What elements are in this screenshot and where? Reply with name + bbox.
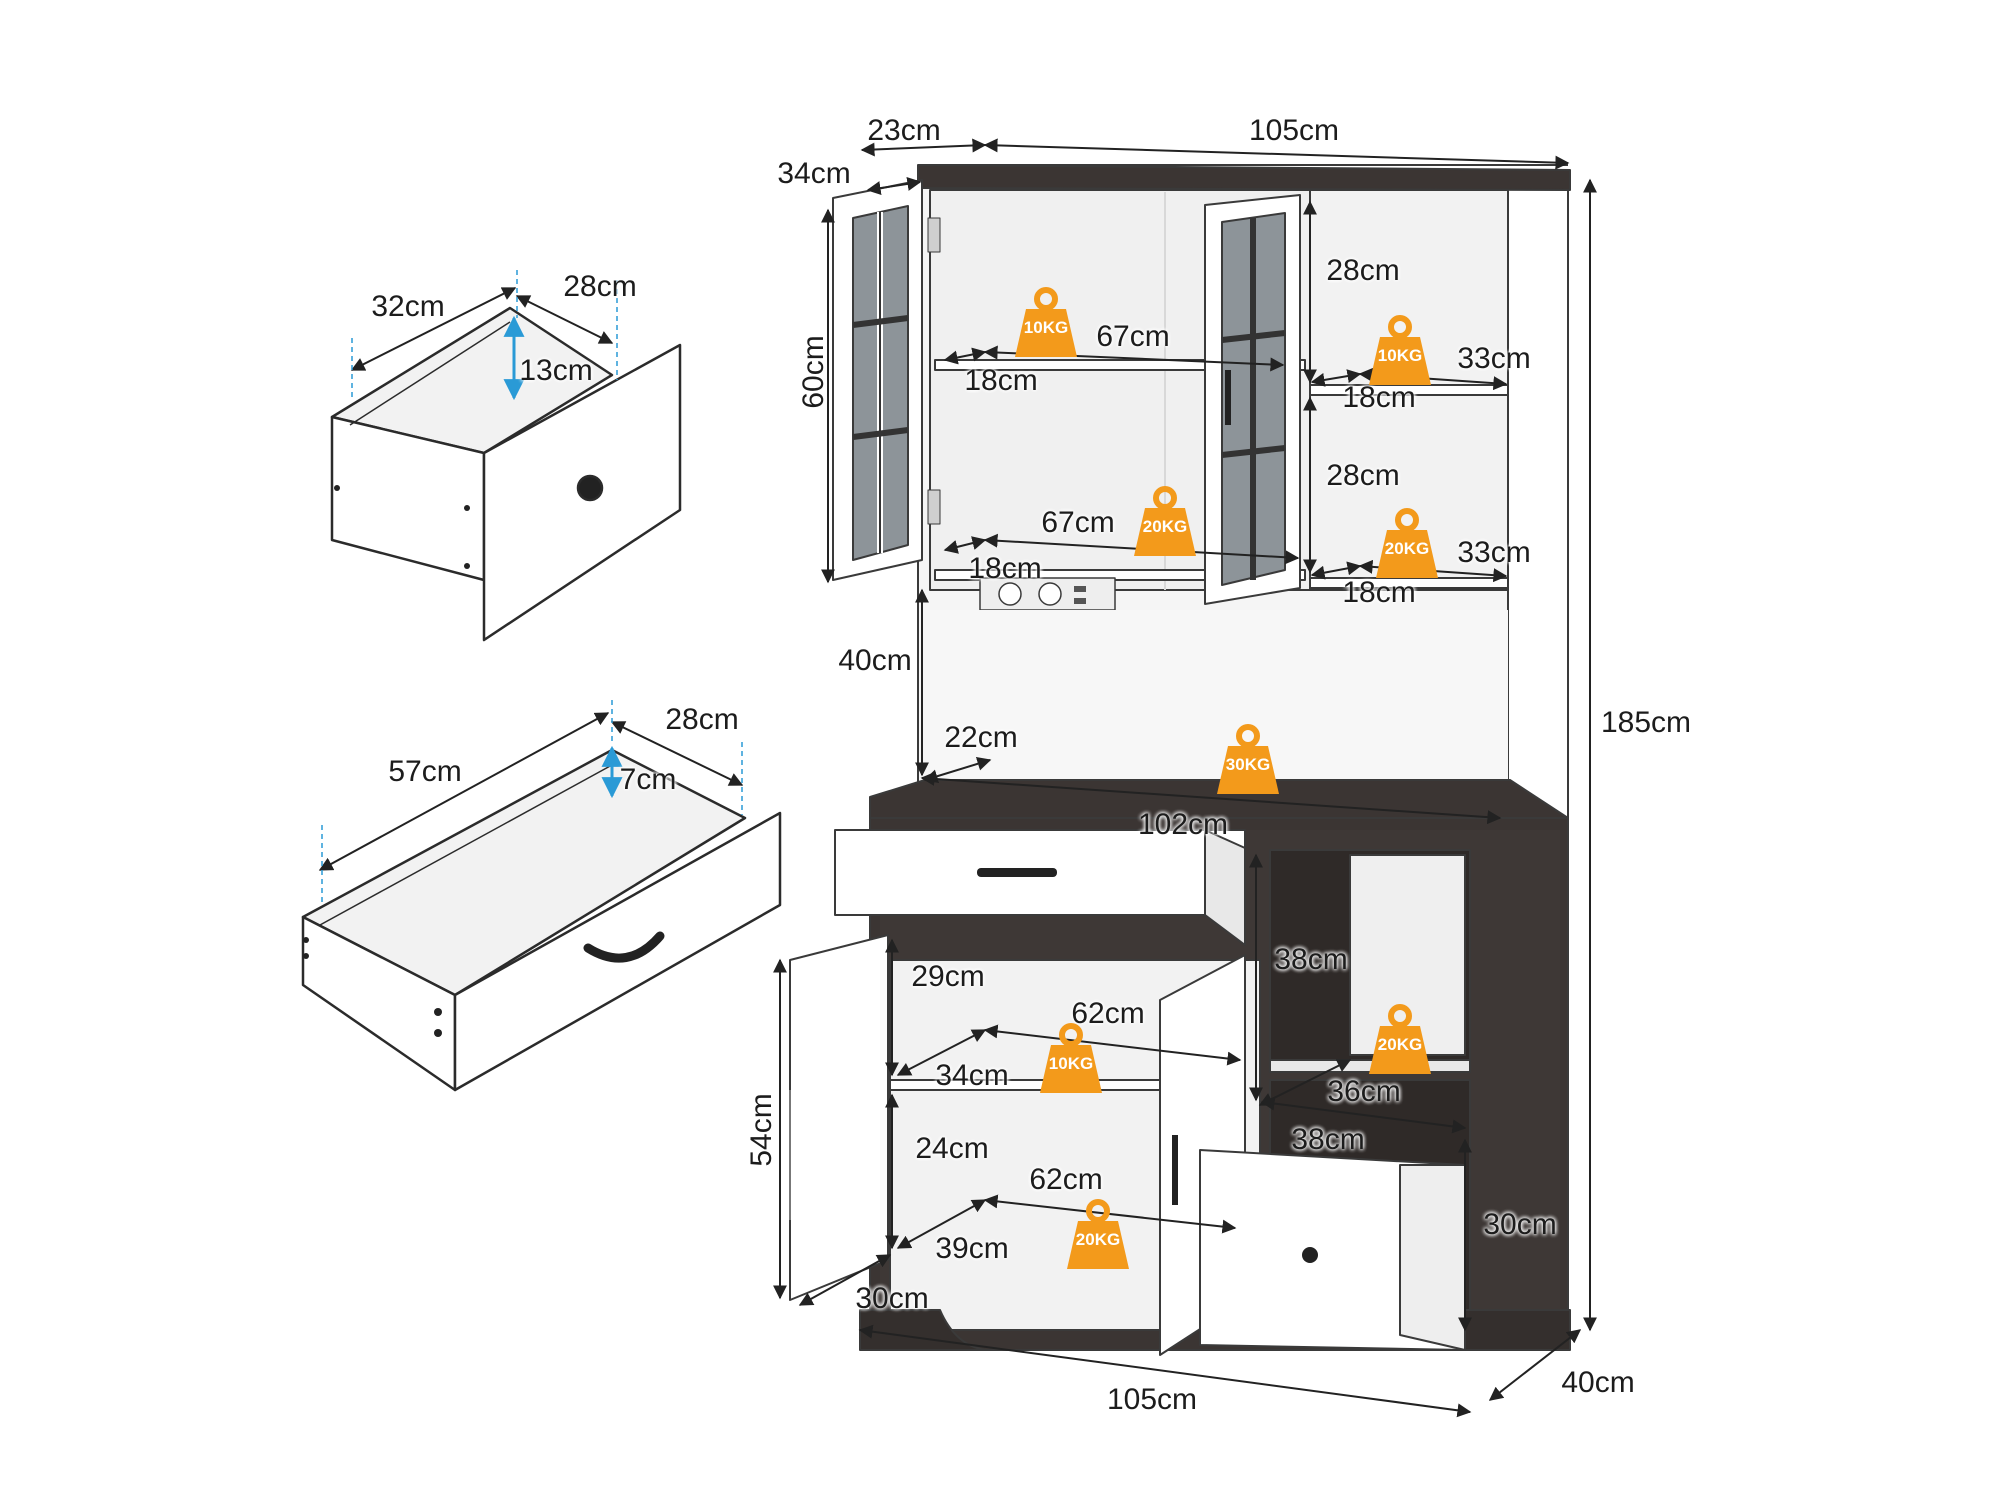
weight-icon: 20KG <box>1367 1004 1433 1076</box>
left-bottom-shelf-depth-label: 18cm <box>968 552 1042 585</box>
base-lower-shelf-width-label: 62cm <box>1029 1163 1103 1196</box>
weight-label: 10KG <box>1023 318 1069 337</box>
counter-width-label: 102cm <box>1137 808 1229 841</box>
weight-icon: 10KG <box>1367 315 1433 387</box>
small-drawer-depth-label: 28cm <box>563 270 637 303</box>
weight-icon: 20KG <box>1374 508 1440 580</box>
large-drawer-width-label: 57cm <box>388 755 462 788</box>
small-drawer-drawing <box>330 306 682 642</box>
weight-icon: 20KG <box>1132 486 1198 558</box>
left-top-shelf-depth-label: 18cm <box>964 364 1038 397</box>
right-bottom-cubby-height-label: 28cm <box>1326 459 1400 492</box>
base-height-label: 54cm <box>745 1093 778 1167</box>
weight-icon: 10KG <box>1038 1023 1104 1095</box>
left-bottom-shelf-width-label: 67cm <box>1041 506 1115 539</box>
base-upper-shelf-width-label: 62cm <box>1071 997 1145 1030</box>
weight-label: 20KG <box>1384 539 1430 558</box>
right-top-cubby-height-label: 28cm <box>1326 254 1400 287</box>
hutch-top-depth-label: 34cm <box>777 157 851 190</box>
right-bottom-cubby-width-label: 33cm <box>1457 536 1531 569</box>
small-drawer-height-label: 13cm <box>519 354 593 387</box>
right-top-cubby-depth-label: 18cm <box>1342 381 1416 414</box>
right-top-cubby-width-label: 33cm <box>1457 342 1531 375</box>
open-cubby-depth-label: 36cm <box>1327 1075 1401 1108</box>
base-upper-shelf-height-label: 29cm <box>911 960 985 993</box>
weight-label: 10KG <box>1048 1054 1094 1073</box>
overall-height-label: 185cm <box>1600 706 1692 739</box>
large-drawer-drawing <box>301 748 782 1092</box>
weight-label: 20KG <box>1075 1230 1121 1249</box>
weight-label: 20KG <box>1142 517 1188 536</box>
hutch-upper-height-label: 60cm <box>797 335 830 409</box>
small-drawer-dimension-lines <box>350 270 618 401</box>
bin-drawer-height-label: 30cm <box>1483 1208 1557 1241</box>
weight-icon: 10KG <box>1013 287 1079 359</box>
base-width-label: 105cm <box>1106 1383 1198 1416</box>
left-top-shelf-width-label: 67cm <box>1096 320 1170 353</box>
small-drawer-width-label: 32cm <box>371 290 445 323</box>
cabinet-drawing <box>789 164 1571 1356</box>
cabinet-dimension-lines <box>773 138 1597 1418</box>
open-cubby-width-label: 38cm <box>1291 1123 1365 1156</box>
weight-label: 20KG <box>1377 1035 1423 1054</box>
open-cubby-height-label: 38cm <box>1274 943 1348 976</box>
weight-icon: 20KG <box>1065 1199 1131 1271</box>
large-drawer-depth-label: 28cm <box>665 703 739 736</box>
weight-icon: 30KG <box>1215 724 1281 796</box>
base-lower-shelf-depth-label: 39cm <box>935 1232 1009 1265</box>
right-bottom-cubby-depth-label: 18cm <box>1342 576 1416 609</box>
base-upper-shelf-depth-label: 34cm <box>935 1059 1009 1092</box>
open-area-depth-label: 22cm <box>944 721 1018 754</box>
hutch-top-width-label: 105cm <box>1248 114 1340 147</box>
large-drawer-dimension-lines <box>318 700 744 905</box>
open-area-height-label: 40cm <box>838 644 912 677</box>
base-door-depth-label: 30cm <box>855 1282 929 1315</box>
weight-label: 10KG <box>1377 346 1423 365</box>
hutch-door-depth-label: 23cm <box>867 114 941 147</box>
large-drawer-height-label: 7cm <box>619 763 677 796</box>
base-lower-shelf-height-label: 24cm <box>915 1132 989 1165</box>
base-depth-label: 40cm <box>1561 1366 1635 1399</box>
weight-label: 30KG <box>1225 755 1271 774</box>
